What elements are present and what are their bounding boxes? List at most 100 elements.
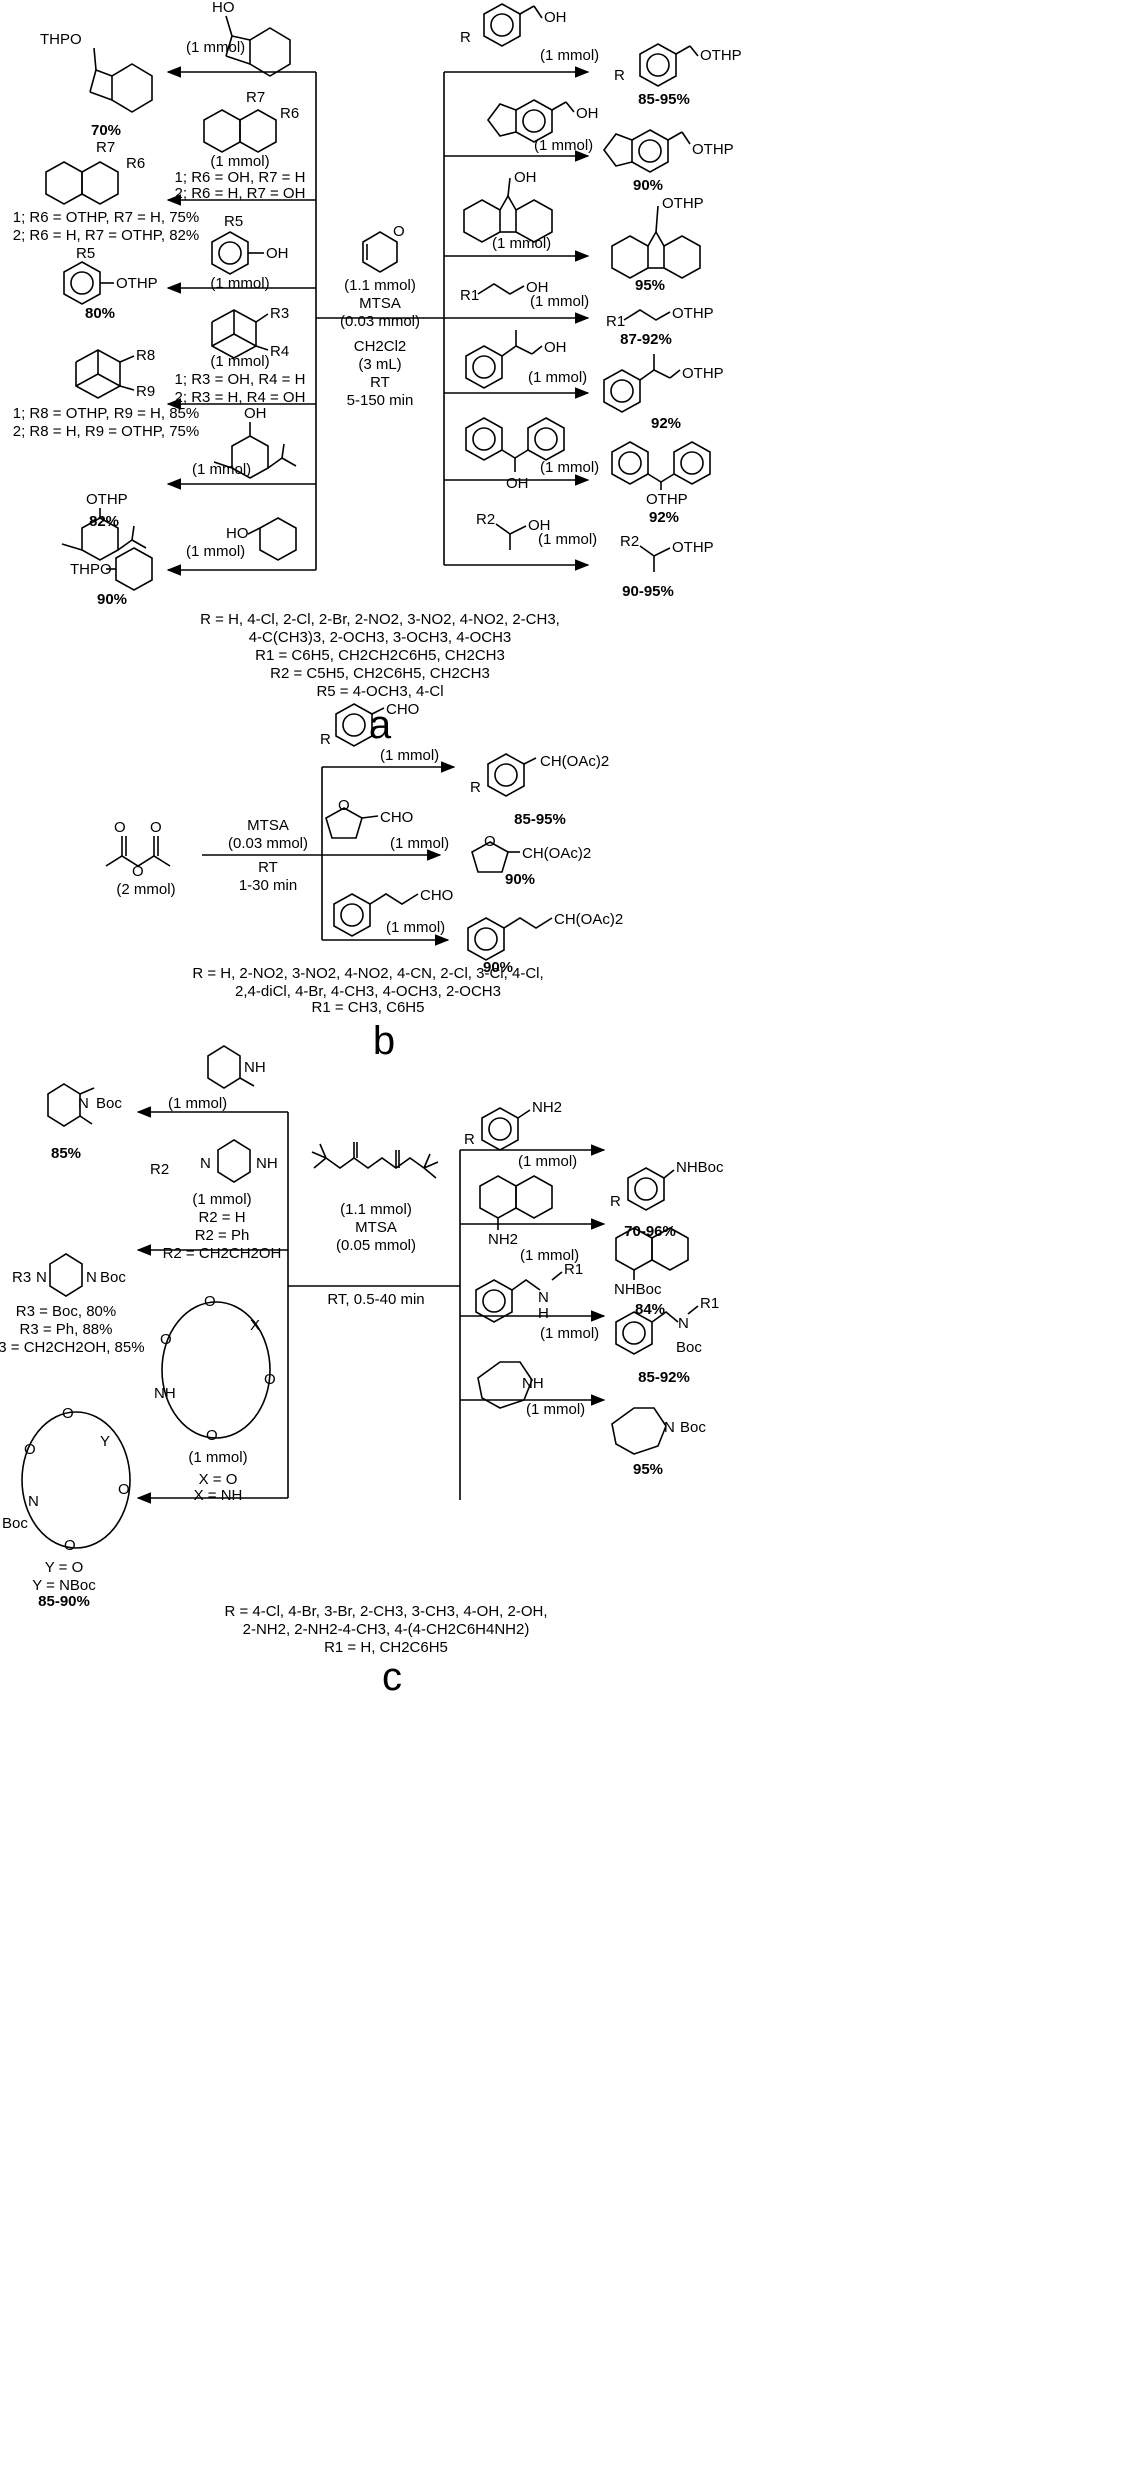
c-cond-3: (0.05 mmol) [336,1237,416,1254]
a-left-3-note: (1 mmol) [210,275,269,292]
r7-label-prod: R7 [96,139,115,156]
a-left-4-sub-1: 1; R3 = OH, R4 = H [175,371,306,388]
a-left-2-sub-1: 1; R6 = OH, R7 = H [175,169,306,186]
a-left-2-prod-2: 2; R6 = H, R7 = OTHP, 82% [13,227,199,244]
c-right-4-note: (1 mmol) [526,1401,585,1418]
a-right-7-product: OTHP [672,539,714,556]
a-left-4-prod-1: 1; R8 = OTHP, R9 = H, 85% [13,405,199,422]
oh-label-1: HO [212,0,235,16]
r-label-benzyl-sub: R [460,29,471,46]
boc-azepane-structure [611,1407,667,1455]
crown-x: X [250,1317,260,1334]
menthol-structure [213,422,297,479]
n-label-c2-right-prod: N [86,1269,97,1286]
r8-label: R8 [136,347,155,364]
r4-label: R4 [270,343,289,360]
oh-label-6: HO [226,525,249,542]
b-row3-product-group: CH(OAc)2 [554,911,623,928]
c-left-3-sub-2: X = NH [194,1487,243,1504]
adamantanol-structure [211,309,269,359]
adamantyl-thp-structure [75,349,135,399]
dhp-oxygen-label: O [393,223,405,240]
benzylamine-structure [475,1271,563,1323]
n-label-c1: N [78,1095,89,1112]
a-left-3-product: OTHP [116,275,158,292]
a-right-2-yield: 90% [633,177,663,194]
boc-anhydride-structure [311,1142,439,1179]
c-left-2-sub-2: R2 = Ph [195,1227,250,1244]
crown-o1: O [204,1293,216,1310]
nh-label-c2: NH [256,1155,278,1172]
azacrown-structure [161,1301,271,1439]
b-row1-product-group: CH(OAc)2 [540,753,609,770]
a-left-4-note: (1 mmol) [210,353,269,370]
a-cond-6: RT [370,374,390,391]
a-right-5-note: (1 mmol) [528,369,587,386]
a-cond-7: 5-150 min [347,392,414,409]
r2-label-c: R2 [150,1161,169,1178]
c-left-3-note: (1 mmol) [188,1449,247,1466]
secondary-alcohol-structure [495,523,527,550]
a-footnote-2: 4-C(CH3)3, 2-OCH3, 3-OCH3, 4-OCH3 [249,629,512,646]
b-cond-3: RT [258,859,278,876]
r3-label-c: R3 [12,1269,31,1286]
n-label-c2-left-prod: N [36,1269,47,1286]
indanyl-thp-ether-structure [89,47,153,113]
c-left-3-prod-3: 85-90% [38,1593,90,1610]
c-right-3-product: Boc [676,1339,702,1356]
panel-label-b: b [373,1019,395,1063]
c-right-3-note: (1 mmol) [540,1325,599,1342]
c-cond-4: RT, 0.5-40 min [327,1291,424,1308]
b-row1-substrate-group: CHO [386,701,419,718]
furfural-structure [325,807,379,839]
oh-label-r5: OH [544,339,567,356]
oh-label-r2: OH [576,105,599,122]
a-left-5-note: (1 mmol) [192,461,251,478]
panel-a: O (1.1 mmol) MTSA (0.03 mmol) CH2Cl2 (3 … [13,0,742,747]
b-cond-1: MTSA [247,817,289,834]
r6-label-sub: R6 [280,105,299,122]
boc-benzylamine-structure [615,1305,699,1355]
piperazine-structure [217,1139,251,1183]
b-footnote-2: 2,4-diCl, 4-Br, 4-CH3, 4-OCH3, 2-OCH3 [235,983,501,1000]
acetic-anhydride-structure [105,836,171,867]
panel-label-a: a [369,703,392,747]
c-right-3-yield: 85-92% [638,1369,690,1386]
benzhydrol-structure [465,417,565,472]
boc-methylpiperidine-structure [47,1083,95,1127]
b-reagent-amount: (2 mmol) [116,881,175,898]
a-right-4-product: OTHP [672,305,714,322]
a-right-6-yield: 92% [649,509,679,526]
c-left-1-yield: 85% [51,1145,81,1162]
c-right-2-product: NHBoc [614,1281,662,1298]
anhydride-bridge-oxygen: O [132,863,144,880]
a-left-2-sub-2: 2; R6 = H, R7 = OH [175,185,306,202]
crown-prod-y: Y [100,1433,110,1450]
c-left-2-prod-2: R3 = Ph, 88% [20,1321,113,1338]
dihydropyran-structure [362,231,398,273]
indanylmethanol-structure [225,15,291,77]
fluorenyl-thp-structure [611,205,701,279]
a-right-3-product: OTHP [662,195,704,212]
crown-prod-o2: O [24,1441,36,1458]
benzyl-alcohol-structure [483,3,543,47]
benzaldehyde-structure [335,703,385,747]
a-footnote-4: R2 = C5H5, CH2C6H5, CH2CH3 [270,665,490,682]
crown-prod-boc: Boc [2,1515,28,1532]
c-right-4-yield: 95% [633,1461,663,1478]
a-left-6-note: (1 mmol) [186,543,245,560]
propyl-diacetate-structure [467,917,553,961]
r1-label-sub: R1 [460,287,479,304]
aryl-thp-ether-structure [63,261,114,305]
b-footnote-1: R = H, 2-NO2, 3-NO2, 4-NO2, 4-CN, 2-Cl, … [192,965,543,982]
aniline-structure [481,1107,531,1151]
r-label-b1-sub: R [320,731,331,748]
a-right-3-note: (1 mmol) [492,235,551,252]
crown-prod-o4: O [64,1537,76,1554]
r-label-c-r1-sub: R [464,1131,475,1148]
a-right-6-product: OTHP [646,491,688,508]
crown-nh: NH [154,1385,176,1402]
c-left-1-note: (1 mmol) [168,1095,227,1112]
crown-o4: O [206,1427,218,1444]
b-row2-yield: 90% [505,871,535,888]
